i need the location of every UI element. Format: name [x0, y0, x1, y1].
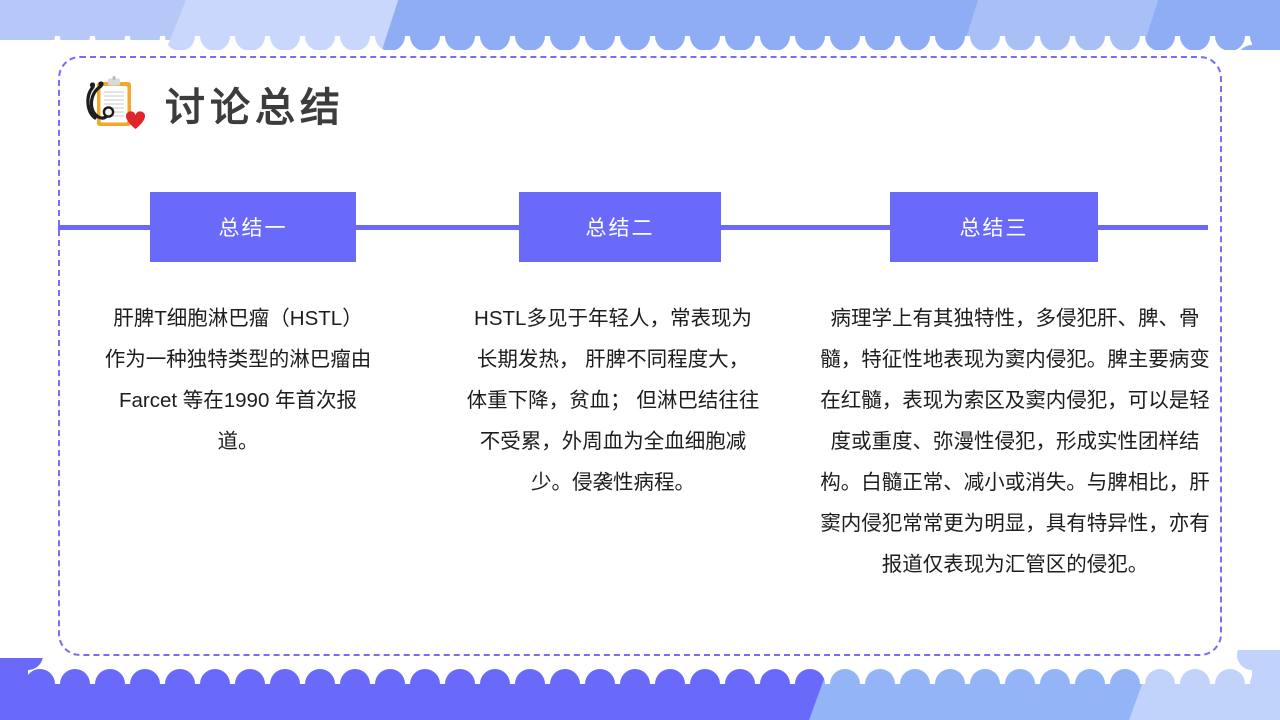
background-top-shape-a — [165, 0, 415, 50]
background-top-shape-d — [1142, 0, 1280, 50]
column-2-body: HSTL多见于年轻人，常表现为长期发热， 肝脾不同程度大， 体重下降，贫血； 但… — [466, 307, 760, 494]
clipboard-stethoscope-heart-icon — [75, 72, 147, 144]
column-1-body: 肝脾T细胞淋巴瘤（HSTL）作为一种独特类型的淋巴瘤由Farcet 等在1990… — [104, 307, 372, 453]
timeline-step-2-label: 总结二 — [585, 217, 655, 240]
timeline-step-2[interactable]: 总结二 — [519, 192, 721, 262]
background-top-shape-b — [382, 0, 1008, 50]
timeline-step-1[interactable]: 总结一 — [150, 192, 356, 262]
timeline-step-1-label: 总结一 — [218, 217, 288, 240]
page-title: 讨论总结 — [165, 86, 345, 130]
slide-header: 讨论总结 — [75, 72, 345, 144]
timeline-step-3[interactable]: 总结三 — [890, 192, 1098, 262]
content-columns: 肝脾T细胞淋巴瘤（HSTL）作为一种独特类型的淋巴瘤由Farcet 等在1990… — [58, 298, 1222, 585]
column-3-body: 病理学上有其独特性，多侵犯肝、脾、骨髓，特征性地表现为窦内侵犯。脾主要病变在红髓… — [820, 307, 1210, 576]
timeline-step-3-label: 总结三 — [959, 217, 1029, 240]
